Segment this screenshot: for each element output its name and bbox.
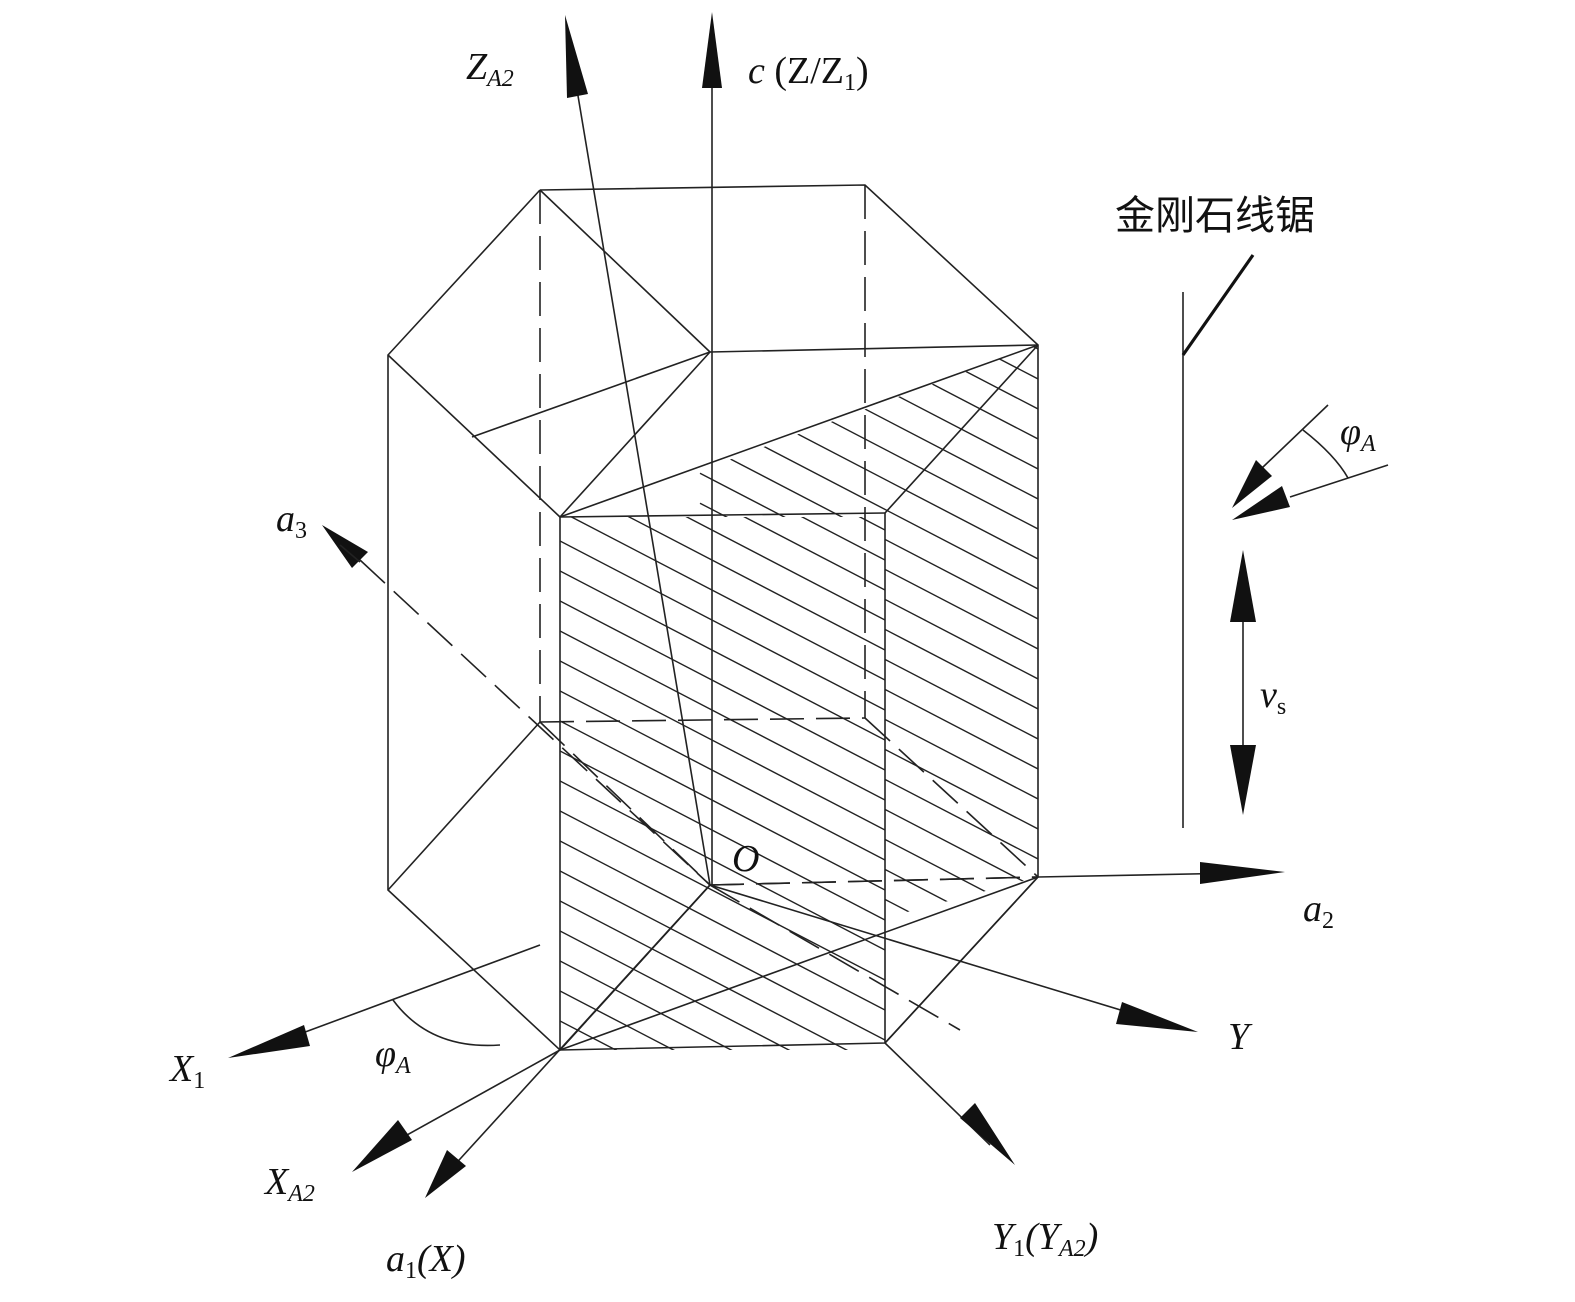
hatch-line xyxy=(560,900,885,1050)
y-axis xyxy=(709,884,1161,1023)
a2-axis-arrow xyxy=(1200,862,1285,884)
hatch-line xyxy=(560,517,885,561)
za2-axis-arrow xyxy=(565,15,588,98)
vs-arrow-up xyxy=(1230,550,1256,622)
label-origin: O xyxy=(732,838,760,880)
hatch-line xyxy=(560,517,885,591)
hatch-line xyxy=(699,345,1038,471)
hatch-line xyxy=(560,517,885,651)
label-a3: a3 xyxy=(276,498,307,545)
hatch-line xyxy=(560,840,885,1011)
hatch-line xyxy=(699,442,1038,621)
hatch-line xyxy=(699,562,1038,741)
hatch-line xyxy=(699,472,1038,651)
hatch-line xyxy=(560,540,885,711)
xa2-axis-arrow xyxy=(352,1120,412,1172)
label-y: Y xyxy=(1228,1016,1250,1058)
axes xyxy=(228,12,1285,1198)
hatch-line xyxy=(700,113,1040,290)
a3-axis-arrow xyxy=(322,525,368,568)
label-a2: a2 xyxy=(1303,888,1334,935)
phi-arc-right xyxy=(1302,429,1349,479)
a1-axis-arrow xyxy=(425,1150,466,1198)
label-a1: a1(X) xyxy=(386,1238,466,1285)
hatch-line xyxy=(699,345,1038,411)
hatch-line xyxy=(560,960,885,1050)
hatch-line xyxy=(700,143,1040,320)
label-xa2: XA2 xyxy=(265,1161,315,1208)
label-c-axis: c (Z/Z1) xyxy=(748,50,869,97)
x1-axis xyxy=(261,944,541,1049)
phi-arc-left xyxy=(392,999,501,1047)
hatch-line xyxy=(699,412,1038,591)
hatch-line xyxy=(699,862,1038,918)
hatch-line xyxy=(560,1051,885,1220)
hatch-line xyxy=(699,382,1038,561)
y1-axis-arrow xyxy=(960,1103,1015,1165)
y-axis-arrow xyxy=(1116,1002,1198,1032)
hatch-line xyxy=(699,622,1038,801)
label-za2: ZA2 xyxy=(466,46,514,93)
label-phi-left: φA xyxy=(375,1033,411,1080)
hatch-line xyxy=(560,241,885,410)
hatch-line xyxy=(560,930,885,1050)
label-diamond-wire-saw: 金刚石线锯 xyxy=(1115,193,1315,239)
label-y1: Y1(YA2) xyxy=(992,1216,1099,1263)
hatch-line xyxy=(560,660,885,831)
hatch-line xyxy=(560,570,885,741)
diamond-wire-saw xyxy=(1181,254,1255,828)
hatch-line xyxy=(699,682,1038,861)
hatch-line xyxy=(560,1111,885,1280)
hatch-line xyxy=(560,630,885,801)
hatch-line xyxy=(699,345,1038,501)
hatched-cut-plane-side xyxy=(699,83,1040,1130)
hatch-line xyxy=(700,923,1040,1100)
hatch-line xyxy=(699,352,1038,531)
feed-direction xyxy=(1232,404,1389,520)
c-axis-arrow xyxy=(702,12,722,88)
saw-leader xyxy=(1181,254,1255,356)
xa2-axis xyxy=(379,1049,561,1151)
label-x1: X1 xyxy=(170,1048,206,1095)
hatch-line xyxy=(699,652,1038,831)
hatch-line xyxy=(560,990,885,1050)
hatch-line xyxy=(560,870,885,1041)
hatch-line xyxy=(560,810,885,981)
hatch-line xyxy=(699,592,1038,771)
hatch-line xyxy=(699,502,1038,681)
hatch-line xyxy=(560,780,885,951)
hatch-line xyxy=(560,750,885,921)
vs-arrow-down xyxy=(1230,745,1256,815)
hatch-line xyxy=(560,600,885,771)
feed-arrow-2 xyxy=(1232,486,1290,520)
hatch-line xyxy=(560,720,885,891)
feed-arrow-1 xyxy=(1232,460,1272,508)
label-phi-right: φA xyxy=(1340,411,1376,458)
hatch-line xyxy=(700,83,1040,260)
vs-double-arrow xyxy=(1230,550,1256,815)
hatch-line xyxy=(560,301,885,470)
hatch-line xyxy=(699,532,1038,711)
hatch-line xyxy=(699,345,1038,351)
hatch-line xyxy=(699,345,1038,381)
hatch-line xyxy=(560,271,885,440)
hatch-line xyxy=(560,517,885,621)
hatch-line xyxy=(560,690,885,861)
hatch-line xyxy=(699,802,1038,918)
hatch-line xyxy=(560,517,885,531)
x1-axis-arrow xyxy=(228,1025,310,1058)
za2-axis xyxy=(566,29,711,886)
hatch-line xyxy=(700,953,1040,1130)
hatched-cut-plane xyxy=(560,211,885,1280)
hatch-line xyxy=(560,211,885,380)
hidden-edges xyxy=(359,185,1039,1051)
hatch-line xyxy=(560,517,885,681)
label-vs: vs xyxy=(1260,674,1287,721)
hatch-line xyxy=(560,1081,885,1250)
hatch-line xyxy=(560,331,885,500)
